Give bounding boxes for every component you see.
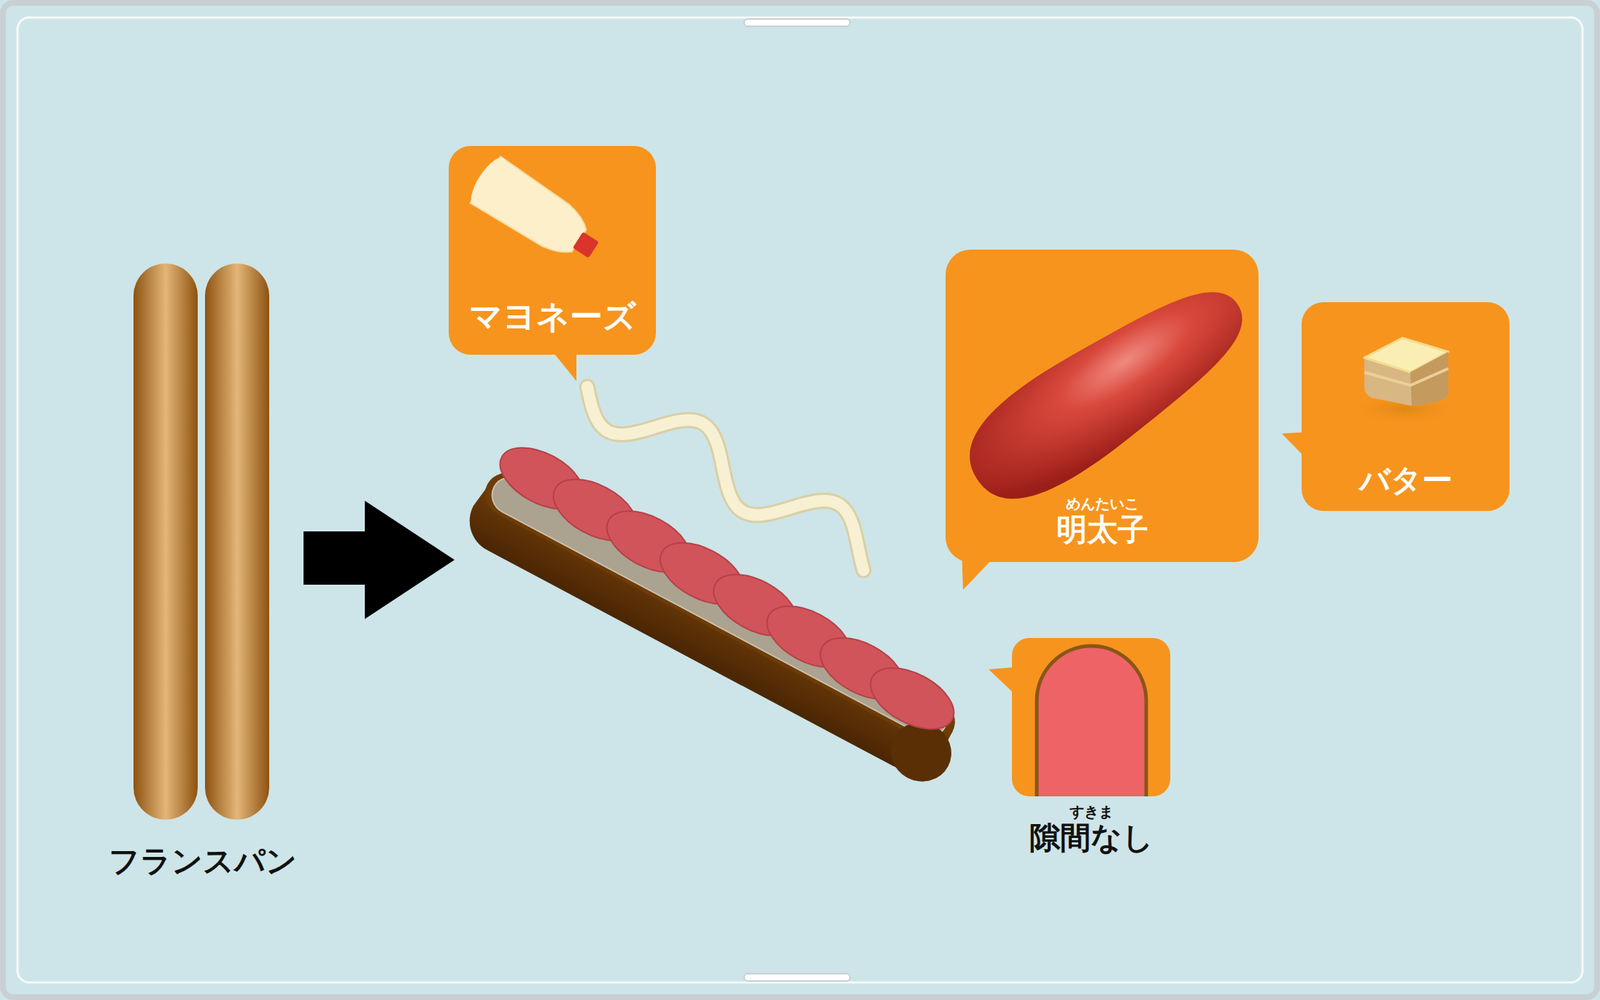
butter-icon [1346,337,1463,427]
callout-label: マヨネーズ [469,297,637,336]
ruby-text: めんたいこ [1065,495,1139,513]
mayonnaise-line [587,386,864,570]
mayonnaise-line [587,386,864,570]
mayonnaise-line [587,386,864,570]
mentaiko-icon [948,260,1267,523]
caption-group: すきま隙間なし [1011,803,1171,856]
callout-label: 隙間なし [1029,820,1154,856]
mentaiko-callout: めんたいこ明太子 [945,249,1259,562]
callout-label: バター [1359,462,1453,498]
french-bread [133,263,270,820]
callout-shapes [448,145,1510,796]
bread-label: フランスパン [108,840,297,882]
butter-callout: バター [1301,302,1510,511]
callout-label: 明太子 [1056,512,1149,548]
cross-section-icon [1036,645,1147,796]
frame-inner [17,17,1583,983]
mayonnaise-bottle [464,152,609,273]
process-arrow [303,500,455,619]
gap-callout: すきま隙間なし [1011,637,1171,796]
ruby-text: すきま [1069,803,1114,821]
frame-tab [744,18,850,27]
mayonnaise-callout: マヨネーズ [448,145,656,355]
frame-tab [744,973,850,981]
